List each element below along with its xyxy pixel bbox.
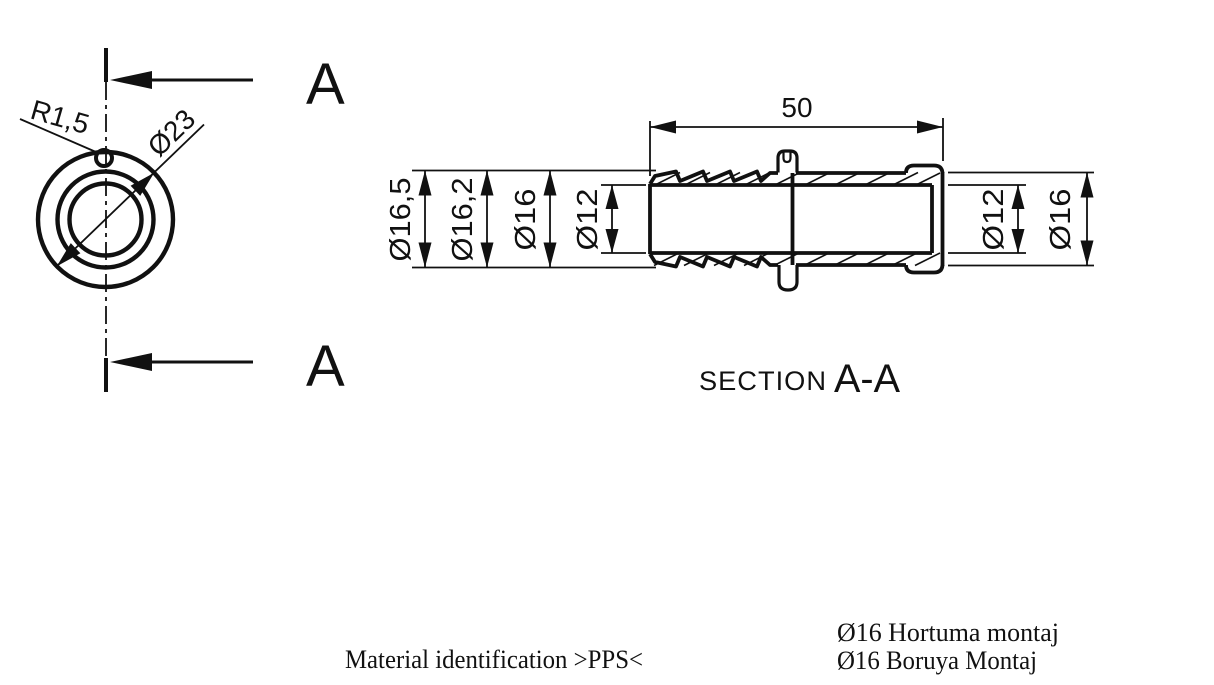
end-bead-bottom	[904, 264, 945, 275]
footer-notes: Material identification >PPS< Ø16 Hortum…	[345, 618, 1059, 675]
radius-label: R1,5	[27, 94, 92, 140]
dim-label-od162: Ø16,2	[447, 178, 479, 262]
hatching-top-wall	[653, 171, 941, 187]
dim-label-id12: Ø12	[572, 189, 604, 251]
radius-leader-line	[19, 118, 97, 153]
left-dimension-group: Ø16,5 Ø16,2 Ø16 Ø12	[385, 169, 656, 269]
bore-diameter-circle	[67, 181, 144, 258]
barb-serration-top	[648, 169, 778, 186]
length-arrow-right	[917, 120, 943, 134]
length-arrow-left	[650, 120, 676, 134]
top-boss-outline	[776, 149, 799, 173]
section-title-prefix: SECTION	[699, 366, 827, 396]
cutting-letter-bottom: A	[306, 334, 345, 399]
section-title-letters: A-A	[834, 357, 900, 401]
length-label: 50	[781, 92, 812, 123]
assembly-note-1: Ø16 Hortuma montaj	[837, 618, 1059, 647]
length-dimension: 50	[649, 92, 944, 176]
diameter-label: Ø23	[142, 103, 202, 162]
section-arrow-top-head	[110, 71, 152, 89]
diameter-dim-arrow-lower	[56, 243, 81, 267]
top-boss-slot	[782, 152, 792, 164]
diameter-dim-line	[56, 123, 205, 267]
section-arrow-bottom-head	[110, 353, 152, 371]
section-arrow-bottom	[110, 353, 253, 371]
dim-label-od16: Ø16	[510, 189, 542, 251]
dim-label-od165: Ø16,5	[385, 178, 417, 262]
diameter-dim-arrow-upper	[130, 172, 155, 196]
assembly-note-2: Ø16 Boruya Montaj	[837, 646, 1037, 675]
bottom-tab-outline	[777, 265, 799, 292]
dim-label-right-od16: Ø16	[1045, 189, 1077, 251]
section-view: 50 Ø16,5 Ø16,2 Ø16 Ø12	[385, 92, 1094, 401]
section-arrow-top	[110, 71, 253, 89]
dim-label-right-id12: Ø12	[978, 189, 1010, 251]
end-bead-top	[904, 163, 945, 174]
radius-feature-bump	[94, 148, 114, 168]
section-title: SECTION A-A	[699, 357, 900, 401]
end-view: A A R1,5 Ø23	[19, 48, 345, 399]
right-dimension-group: Ø12 Ø16	[948, 171, 1094, 267]
cutting-letter-top: A	[306, 52, 345, 117]
barb-serration-bottom	[648, 252, 778, 269]
material-note: Material identification >PPS<	[345, 645, 643, 674]
hatching-bottom-wall	[653, 251, 941, 267]
shaft-diameter-circle	[55, 169, 156, 270]
